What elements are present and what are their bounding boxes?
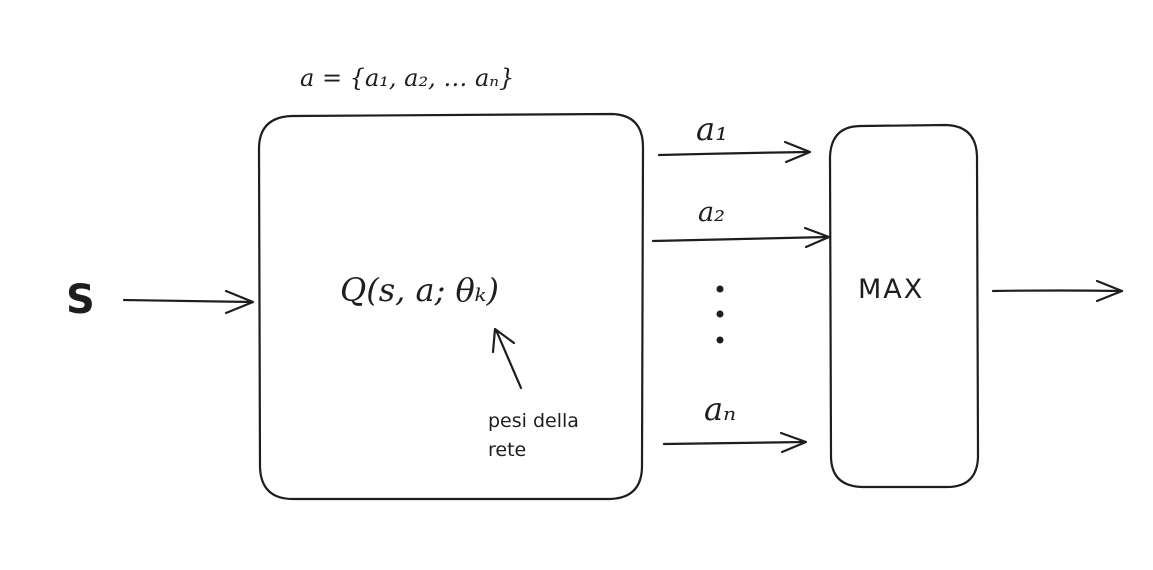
input-state-label: S [66, 277, 95, 323]
q-function-label: Q(s, a; θₖ) [340, 271, 499, 309]
max-label: MAX [858, 274, 924, 305]
q-network-box [257, 112, 645, 501]
output-label-a1: a₁ [696, 110, 728, 148]
output-arrow-a2 [651, 226, 831, 249]
output-arrow-a1 [657, 140, 812, 164]
weights-note-line-2: rete [488, 439, 526, 461]
max-box [828, 123, 980, 489]
output-label-a2: a₂ [698, 197, 725, 228]
output-arrow-an [662, 431, 808, 454]
action-set-label: a = {a₁, a₂, … aₙ} [300, 64, 514, 92]
ellipsis-dots [716, 285, 724, 344]
output-label-an: aₙ [704, 390, 736, 428]
final-output-arrow [991, 279, 1124, 303]
weights-note-line-1: pesi della [488, 410, 579, 432]
input-arrow [122, 289, 255, 315]
weights-annotation-arrow [491, 327, 523, 390]
